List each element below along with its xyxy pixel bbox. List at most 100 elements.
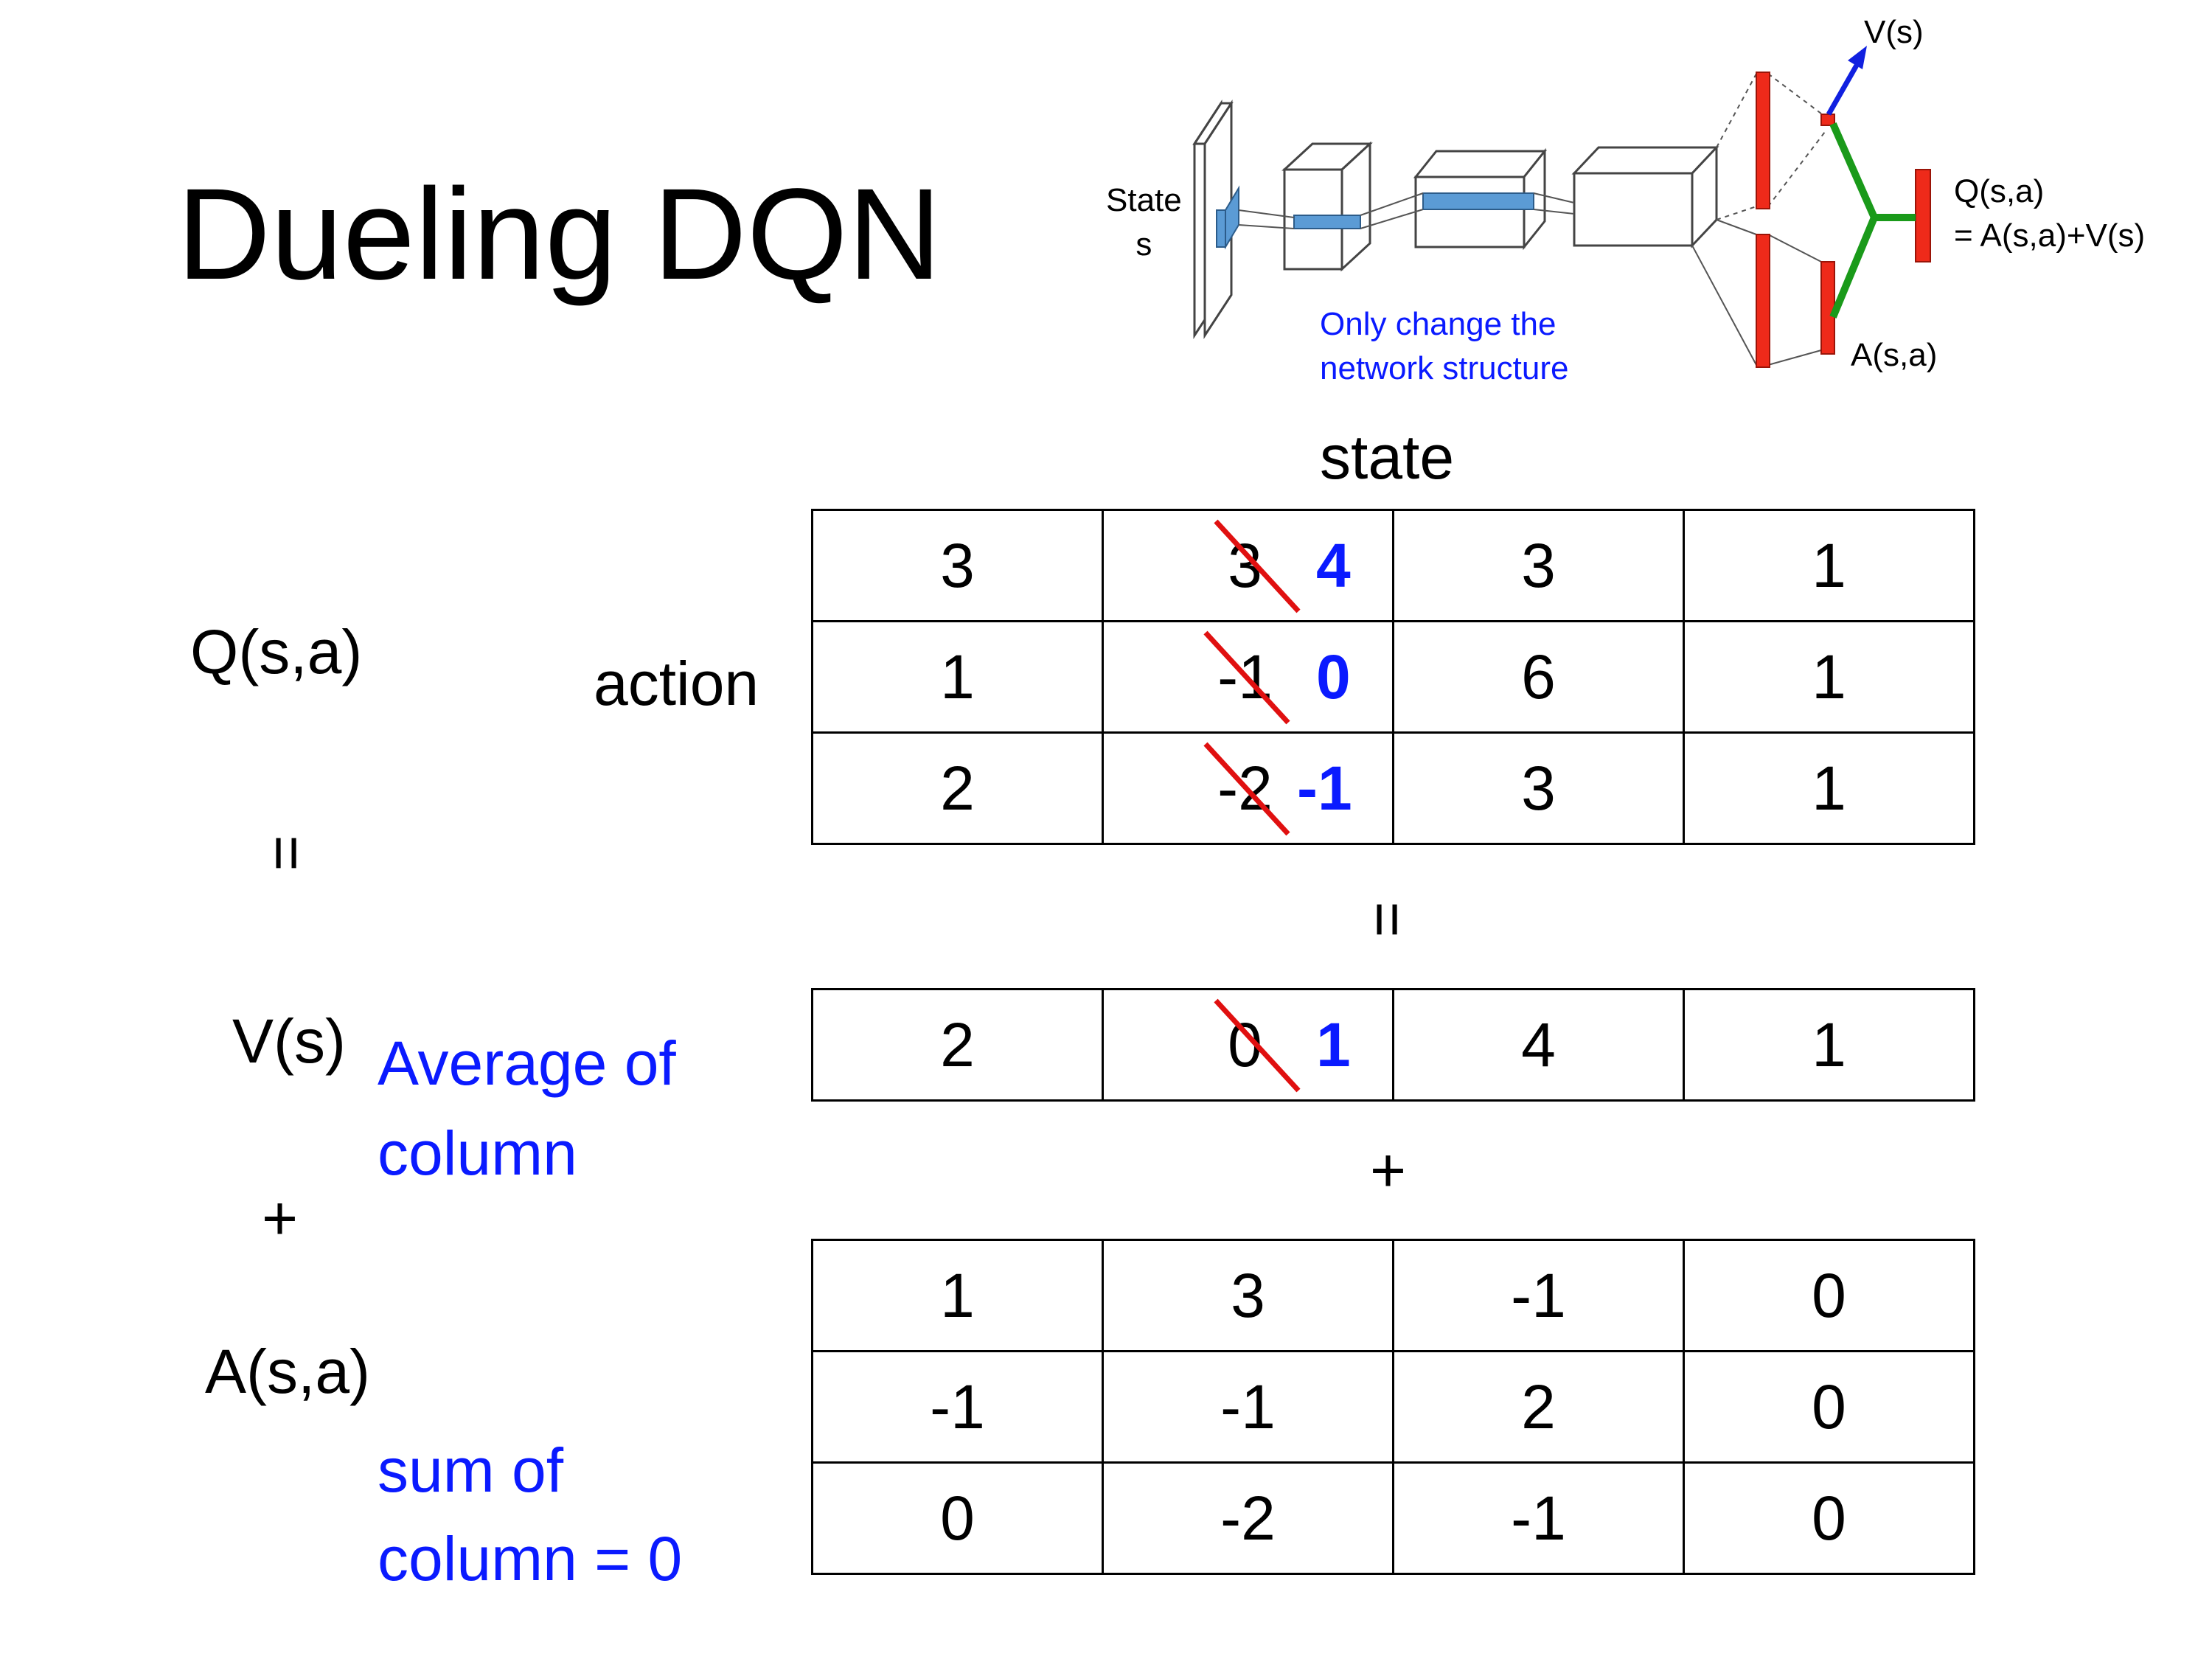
a-table-row: -1 -1 2 0 <box>811 1350 1975 1464</box>
cell-value: 1 <box>940 1261 975 1330</box>
cell-value: 1 <box>1812 754 1846 823</box>
a-table-cell: -1 <box>1102 1350 1394 1464</box>
strikethrough-mark <box>1203 742 1290 836</box>
corrected-value: 1 <box>1316 1010 1351 1079</box>
network-note-line1: Only change the <box>1320 306 1557 342</box>
cell-value: 3 <box>940 531 975 600</box>
v-table-cell: 2 <box>811 988 1104 1102</box>
q-table-row: 2 -2-1 3 1 <box>811 731 1975 845</box>
a-table-cell: -1 <box>1392 1461 1685 1575</box>
cell-value: -1 <box>1511 1484 1566 1553</box>
plus-sign-left: + <box>262 1183 299 1253</box>
cell-value: 1 <box>1812 642 1846 712</box>
strikethrough-mark <box>1214 519 1301 613</box>
q-table-row: 1 -1 0 6 1 <box>811 620 1975 734</box>
value-arrow <box>1826 46 1867 116</box>
conv-cube-1 <box>1281 141 1373 272</box>
q-table-cell: 1 <box>1683 620 1975 734</box>
q-table-cell: 2 <box>811 731 1104 845</box>
q-table-cell: -1 0 <box>1102 620 1394 734</box>
cell-value: 2 <box>1521 1372 1556 1441</box>
corrected-value: -1 <box>1297 754 1352 823</box>
plus-sign-middle: + <box>1370 1135 1407 1205</box>
page-title: Dueling DQN <box>177 162 942 307</box>
vs-net-label: V(s) <box>1864 14 1924 50</box>
q-table-cell: 3 <box>1392 509 1685 622</box>
q-table-cell: -2-1 <box>1102 731 1394 845</box>
avg-note-line2: column <box>378 1119 577 1188</box>
cell-value: 0 <box>1812 1261 1846 1330</box>
fc-layers <box>1756 72 1931 368</box>
a-net-label: A(s,a) <box>1851 337 1938 373</box>
q-table-cell: 3 <box>811 509 1104 622</box>
aggregation-lines <box>1829 122 1916 319</box>
q-net-label: Q(s,a) <box>1954 173 2045 209</box>
cell-value: 6 <box>1521 642 1556 712</box>
corrected-value: 0 <box>1316 642 1351 712</box>
q-table-cell: 1 <box>811 620 1104 734</box>
action-axis-label: action <box>594 649 759 718</box>
v-table-cell: 1 <box>1683 988 1975 1102</box>
sum-note-line1: sum of <box>378 1436 564 1505</box>
state-axis-label: state <box>1320 422 1455 492</box>
cell-value: -1 <box>1220 1372 1276 1441</box>
cell-value: 0 <box>940 1484 975 1553</box>
q-table-cell: 3 <box>1392 731 1685 845</box>
state-label: State <box>1106 182 1182 218</box>
cell-value: -2 <box>1220 1484 1276 1553</box>
a-table-cell: 2 <box>1392 1350 1685 1464</box>
cell-value: -1 <box>1511 1261 1566 1330</box>
a-table-cell: 0 <box>811 1461 1104 1575</box>
network-diagram <box>1192 46 1931 368</box>
sum-note-line2: column = 0 <box>378 1524 683 1593</box>
cell-value: 1 <box>940 642 975 712</box>
struck-value: 3 <box>1214 519 1301 613</box>
connection-lines <box>1238 73 1828 366</box>
a-table-row: 1 3 -1 0 <box>811 1239 1975 1352</box>
a-table-cell: -1 <box>1392 1239 1685 1352</box>
a-table-cell: 0 <box>1683 1350 1975 1464</box>
cell-value: 2 <box>940 754 975 823</box>
a-table-cell: -1 <box>811 1350 1104 1464</box>
q-table-cell: 6 <box>1392 620 1685 734</box>
cell-value: 1 <box>1812 1010 1846 1079</box>
cell-value: 2 <box>940 1010 975 1079</box>
cell-value: 4 <box>1521 1010 1556 1079</box>
q-table-cell: 1 <box>1683 509 1975 622</box>
strikethrough-mark <box>1214 998 1301 1093</box>
q-table-cell: 1 <box>1683 731 1975 845</box>
a-table-cell: 1 <box>811 1239 1104 1352</box>
a-table-cell: 0 <box>1683 1239 1975 1352</box>
conv-cube-2 <box>1413 147 1548 251</box>
strikethrough-mark <box>1203 630 1290 725</box>
struck-value: -2 <box>1203 742 1290 836</box>
v-label: V(s) <box>232 1006 346 1076</box>
conv-cube-3 <box>1571 145 1719 248</box>
q-label: Q(s,a) <box>190 617 363 686</box>
cell-value: 1 <box>1812 531 1846 600</box>
cell-value: 3 <box>1521 531 1556 600</box>
a-table-cell: -2 <box>1102 1461 1394 1575</box>
q-formula-label: = A(s,a)+V(s) <box>1954 218 2146 254</box>
cell-value: 0 <box>1812 1372 1846 1441</box>
struck-value: 0 <box>1214 998 1301 1093</box>
network-note-line2: network structure <box>1320 350 1569 386</box>
a-label: A(s,a) <box>205 1337 371 1406</box>
avg-note-line1: Average of <box>378 1029 676 1098</box>
cell-value: 3 <box>1231 1261 1265 1330</box>
struck-value: -1 <box>1203 630 1290 725</box>
state-s-label: s <box>1135 226 1152 262</box>
equals-sign-middle: = <box>1353 901 1423 938</box>
v-table-cell: 4 <box>1392 988 1685 1102</box>
cell-value: -1 <box>930 1372 985 1441</box>
corrected-value: 4 <box>1316 531 1351 600</box>
cell-value: 3 <box>1521 754 1556 823</box>
